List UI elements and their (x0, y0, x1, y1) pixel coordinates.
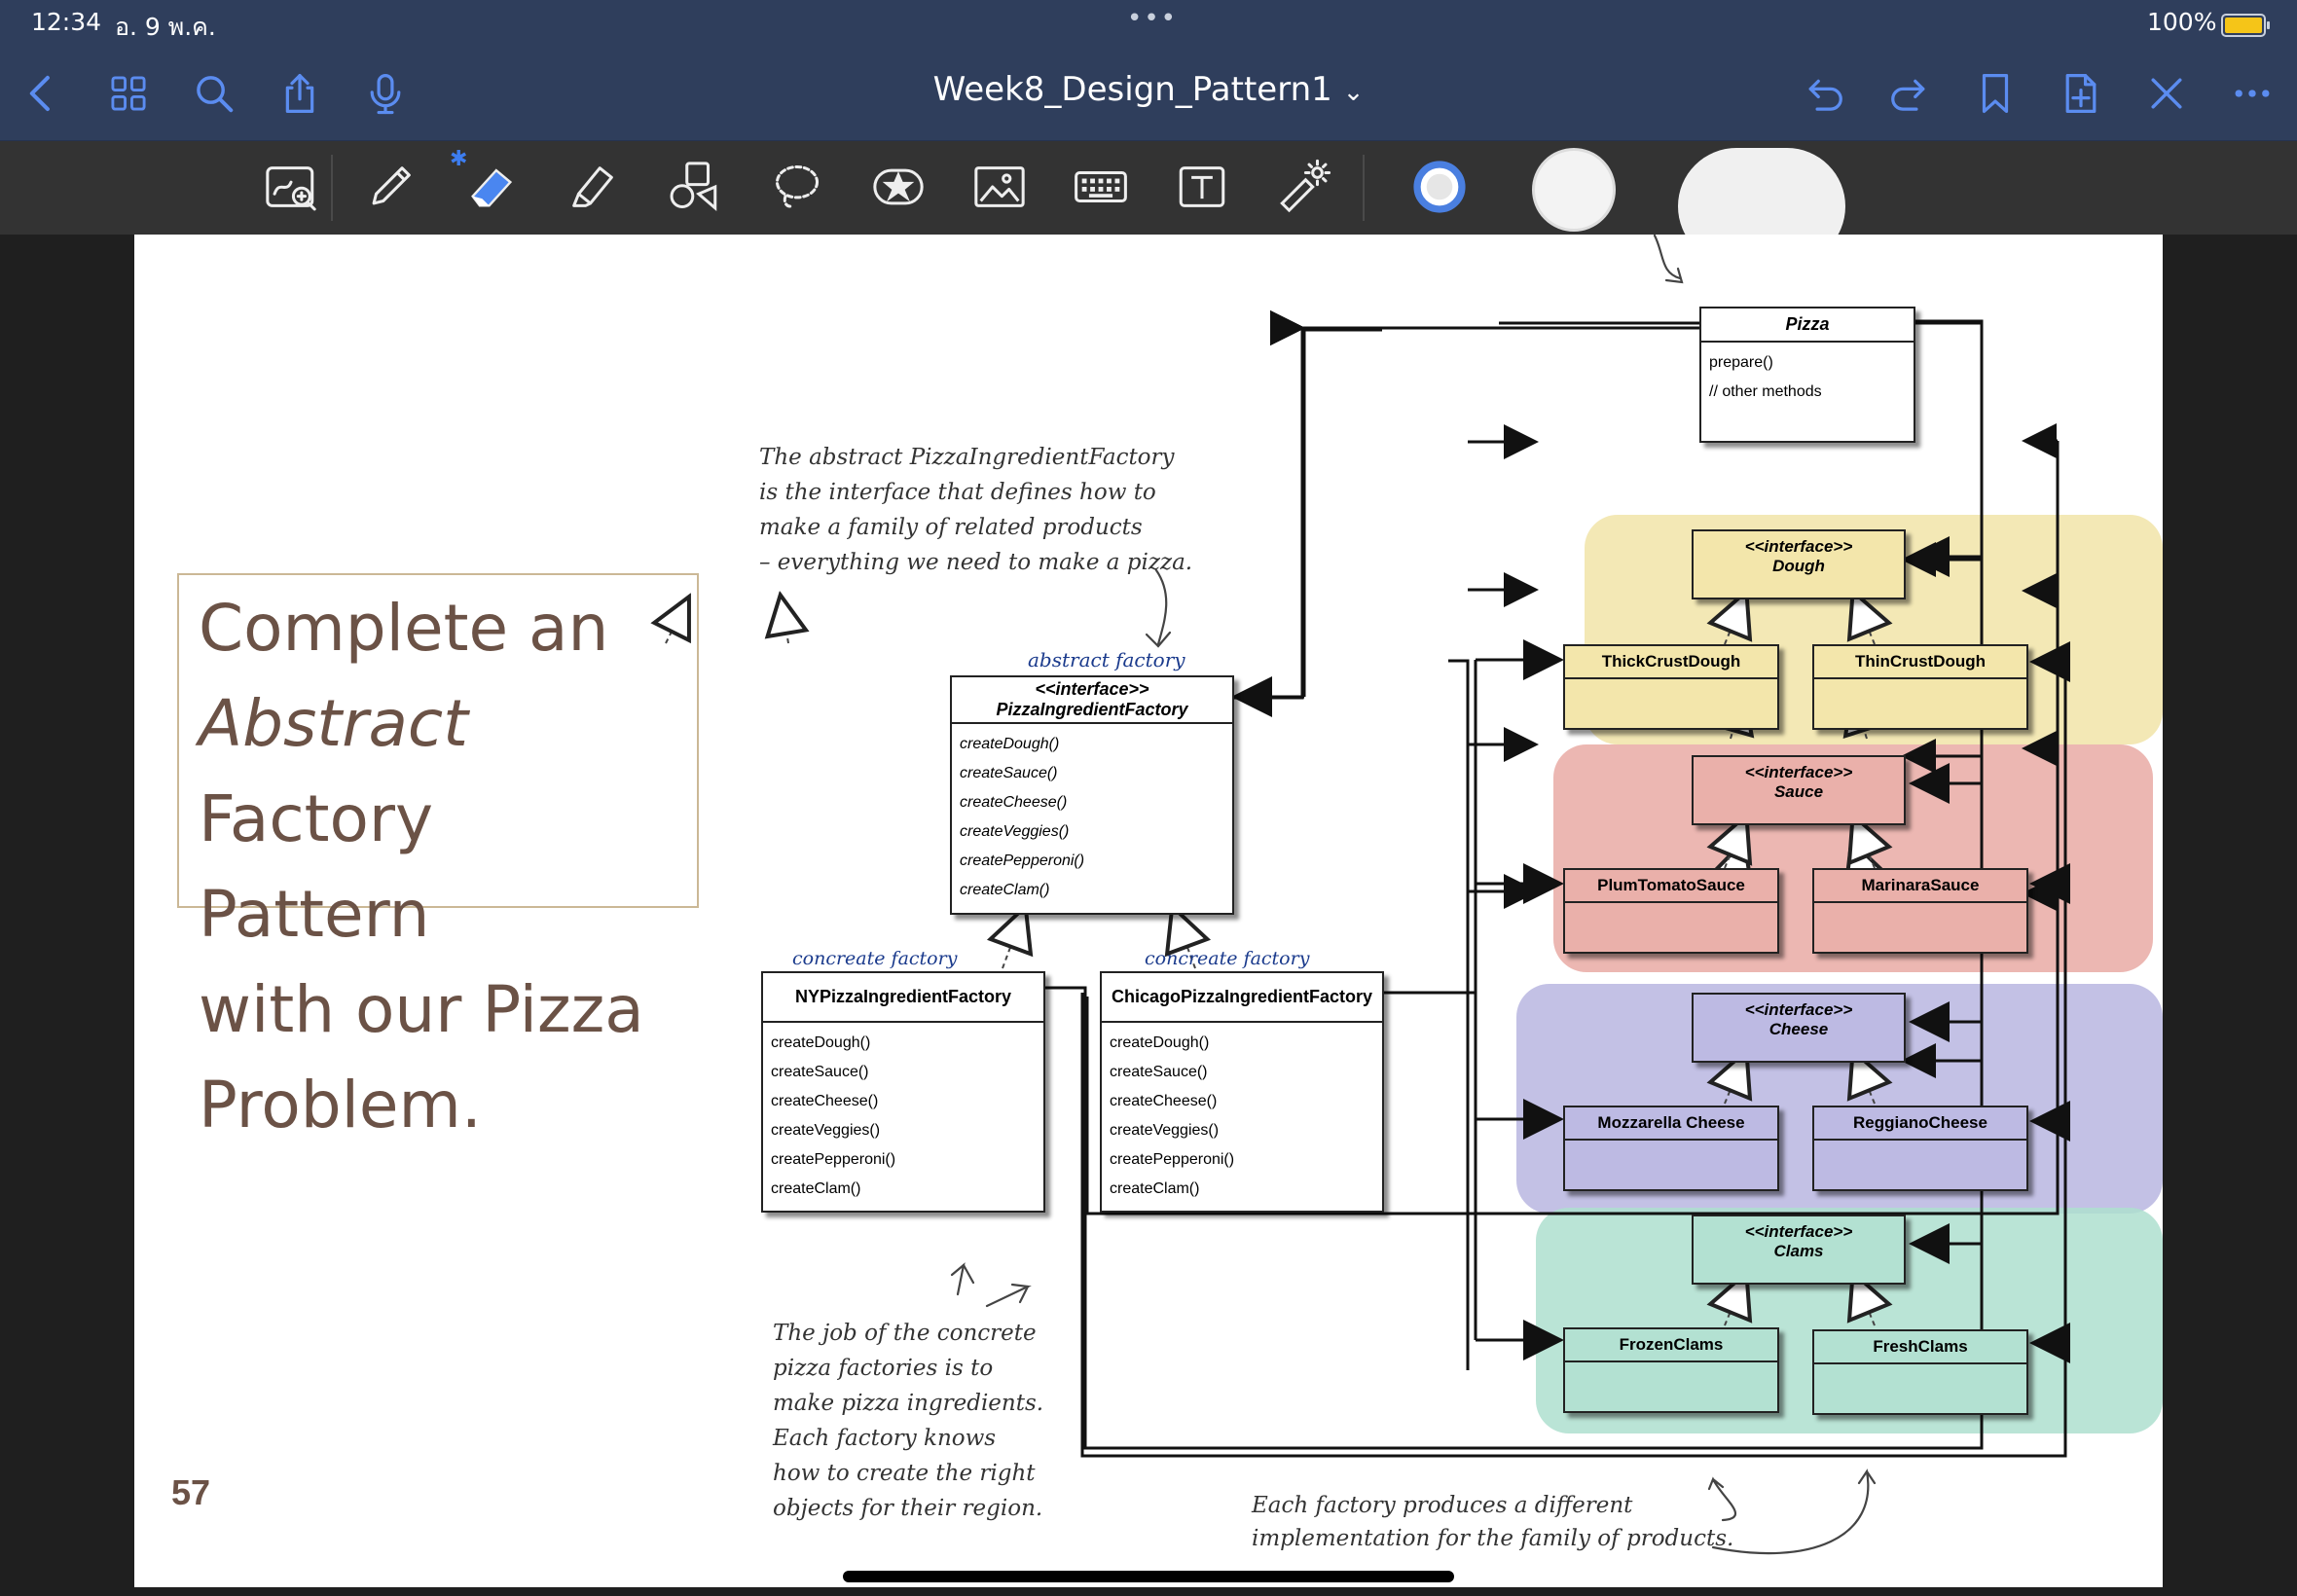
pen-icon[interactable] (358, 155, 422, 219)
eraser-icon[interactable] (459, 155, 524, 219)
add-page-icon[interactable] (2054, 66, 2108, 121)
color-swatch-blue[interactable] (1407, 155, 1472, 219)
close-x-icon[interactable] (2139, 66, 2194, 121)
grid-icon[interactable] (101, 66, 156, 121)
microphone-icon[interactable] (358, 66, 413, 121)
keyboard-icon[interactable] (1069, 155, 1133, 219)
title-line: Complete an (199, 591, 609, 666)
document-title[interactable]: Week8_Design_Pattern1 ⌄ (876, 70, 1421, 109)
redo-icon[interactable] (1882, 66, 1937, 121)
page-number: 57 (171, 1472, 211, 1512)
multitasking-dots[interactable]: ••• (1127, 4, 1179, 33)
laser-pointer-icon[interactable] (1271, 155, 1335, 219)
sticker-icon[interactable] (866, 155, 930, 219)
navigation-bar: Week8_Design_Pattern1 ⌄ (0, 47, 2297, 141)
title-line: Factory Pattern (199, 781, 434, 952)
battery-percentage: 100% (2147, 8, 2217, 36)
battery-icon (2221, 14, 2270, 37)
lasso-icon[interactable] (765, 155, 829, 219)
home-indicator[interactable] (843, 1571, 1454, 1582)
diagram-main-links (134, 235, 2163, 1587)
highlighter-icon[interactable] (561, 155, 625, 219)
title-line: Problem. (199, 1068, 482, 1143)
search-icon[interactable] (187, 66, 241, 121)
back-chevron-icon[interactable] (14, 66, 68, 121)
color-swatch-large[interactable] (1678, 148, 1845, 236)
color-swatch-white[interactable] (1532, 148, 1616, 232)
document-title-text: Week8_Design_Pattern1 (932, 70, 1332, 109)
status-date: อ. 9 พ.ค. (115, 13, 216, 41)
shapes-icon[interactable] (662, 155, 726, 219)
slide-page[interactable]: Complete an Abstract Factory Pattern wit… (134, 235, 2163, 1587)
title-line: with our Pizza (199, 972, 644, 1047)
more-icon[interactable] (2225, 66, 2279, 121)
bluetooth-icon: ✱ (450, 147, 468, 171)
slide-title-box: Complete an Abstract Factory Pattern wit… (177, 573, 699, 1143)
share-icon[interactable] (273, 66, 327, 121)
title-line: Abstract (199, 686, 469, 761)
undo-icon[interactable] (1797, 66, 1851, 121)
image-icon[interactable] (967, 155, 1032, 219)
text-box-icon[interactable] (1170, 155, 1234, 219)
status-time: 12:34 (31, 8, 102, 36)
chevron-down-icon: ⌄ (1342, 78, 1365, 107)
bookmark-icon[interactable] (1968, 66, 2023, 121)
status-bar: 12:34 อ. 9 พ.ค. ••• 100% (0, 0, 2297, 47)
zoom-window-icon[interactable] (259, 155, 323, 219)
drawing-toolbar: ✱ (0, 141, 2297, 236)
